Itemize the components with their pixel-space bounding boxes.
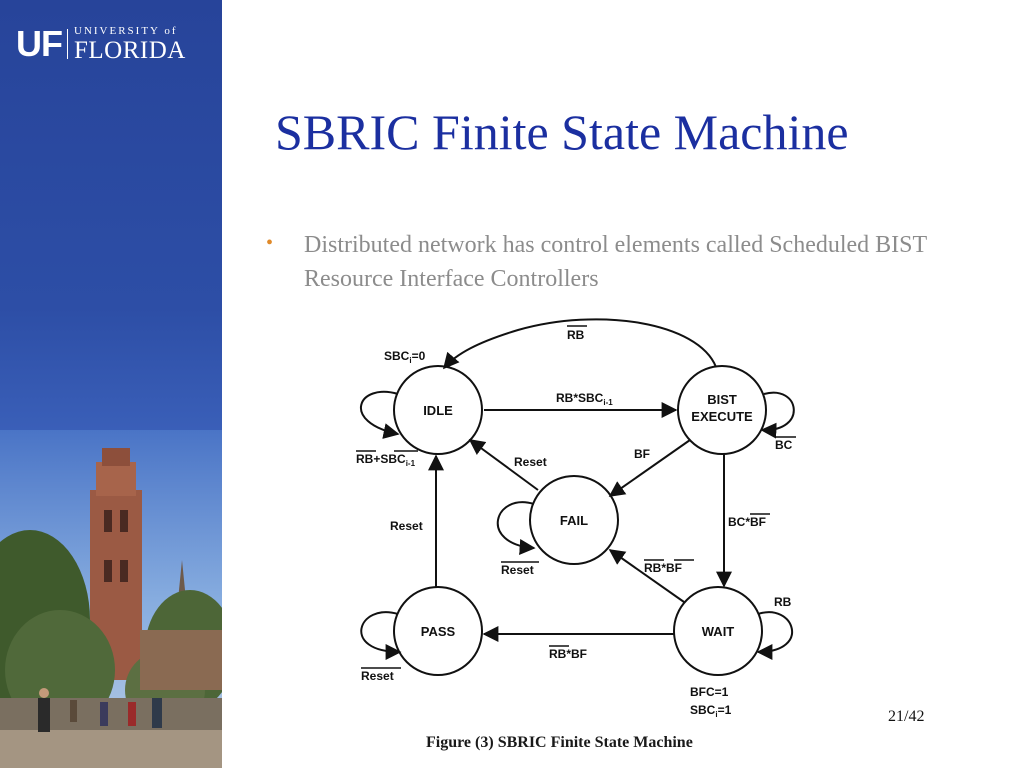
label-reset-fail-self: Reset (501, 563, 534, 577)
uf-logo-mark: UF (16, 23, 63, 64)
logo-divider (67, 29, 68, 59)
label-rb-wait-self: RB (774, 595, 792, 609)
label-rb-sbc: RB*SBCi-1 (556, 391, 613, 407)
state-fail-label: FAIL (560, 513, 588, 528)
logo-university-text: UNIVERSITY of (74, 24, 178, 37)
label-bfc: BFC=1 (690, 685, 729, 699)
label-bf: BF (634, 447, 650, 461)
label-bc: BC (775, 438, 793, 452)
loop-bist (760, 391, 795, 439)
edge-fail-to-idle (468, 439, 539, 491)
loop-idle (359, 390, 400, 439)
state-idle (393, 365, 483, 455)
campus-photo (0, 430, 222, 768)
state-bist-execute (677, 365, 767, 455)
fsm-diagram: IDLE BIST EXECUTE FAIL PASS WAIT RB SBCi… (356, 318, 796, 719)
sidebar-panel: UF UNIVERSITY of FLORIDA (0, 0, 222, 768)
label-rb-bf-wait-fail: RB*BF (644, 561, 682, 575)
bullet-text: Distributed network has control elements… (304, 232, 927, 292)
state-idle-label: IDLE (423, 403, 453, 418)
label-sbc-zero: SBCi=0 (384, 349, 426, 365)
page-number: 21/42 (888, 708, 925, 725)
logo-florida-text: FLORIDA (74, 36, 186, 64)
label-rb-plus-sbc: RB+SBCi-1 (356, 452, 416, 468)
slide-title: SBRIC Finite State Machine (275, 104, 849, 160)
label-rb-bf-wait-pass: RB*BF (549, 647, 587, 661)
label-rb-top: RB (567, 328, 585, 342)
edge-wait-to-fail (608, 549, 685, 603)
state-wait-label: WAIT (702, 624, 735, 639)
loop-fail (496, 501, 536, 555)
label-sbc-one: SBCi=1 (690, 703, 732, 719)
state-pass (393, 586, 483, 676)
loop-pass (360, 611, 402, 660)
bullet-dot-icon: • (266, 232, 274, 254)
loop-wait (756, 611, 794, 660)
edge-bist-to-idle (442, 318, 717, 370)
edge-bist-to-fail (608, 439, 691, 497)
label-bc-bf: BC*BF (728, 515, 766, 529)
state-fail (529, 475, 619, 565)
state-bist-label-1: BIST (707, 392, 737, 407)
state-bist-label-2: EXECUTE (691, 409, 753, 424)
state-pass-label: PASS (421, 624, 456, 639)
label-reset-fail-idle: Reset (514, 455, 547, 469)
label-reset-pass-idle: Reset (390, 519, 423, 533)
uf-logo: UF UNIVERSITY of FLORIDA (16, 24, 186, 64)
label-reset-pass-self: Reset (361, 669, 394, 683)
figure-caption: Figure (3) SBRIC Finite State Machine (426, 734, 693, 751)
